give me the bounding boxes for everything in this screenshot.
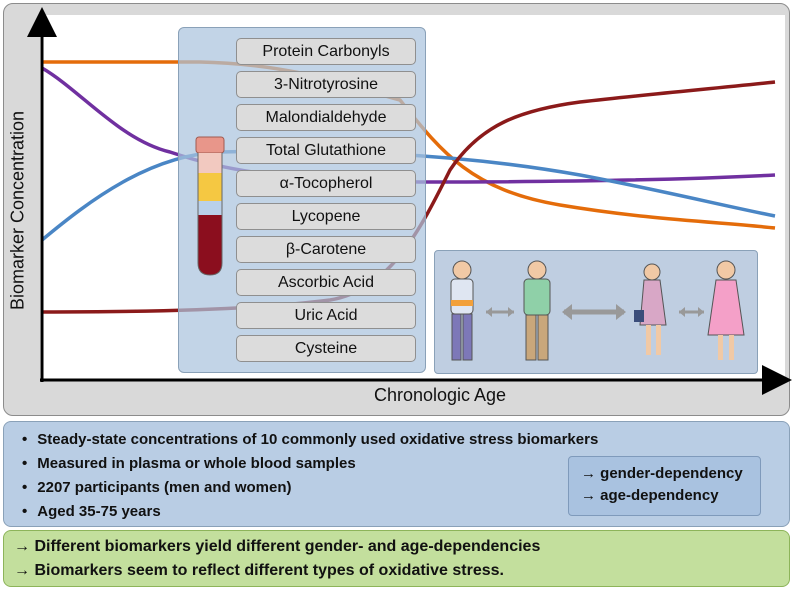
biomarker-item: Lycopene xyxy=(236,203,416,230)
young-woman-icon xyxy=(707,260,745,360)
blood-tube-icon xyxy=(195,136,225,276)
biomarker-item: Ascorbic Acid xyxy=(236,269,416,296)
dependency-item: → age-dependency xyxy=(581,487,719,504)
biomarker-item: Malondialdehyde xyxy=(236,104,416,131)
older-woman-icon xyxy=(634,263,667,355)
info-bullet: Steady-state concentrations of 10 common… xyxy=(22,428,598,452)
conclusion-line: → Different biomarkers yield different g… xyxy=(14,538,541,555)
conclusion-line: → Biomarkers seem to reflect different t… xyxy=(14,562,504,579)
info-bullet: Measured in plasma or whole blood sample… xyxy=(22,452,598,476)
biomarker-item: α-Tocopherol xyxy=(236,170,416,197)
biomarker-item: Uric Acid xyxy=(236,302,416,329)
biomarker-item: 3-Nitrotyrosine xyxy=(236,71,416,98)
x-axis-label: Chronologic Age xyxy=(373,385,507,405)
info-panel: Steady-state concentrations of 10 common… xyxy=(3,421,790,527)
info-bullet: 2207 participants (men and women) xyxy=(22,476,598,500)
biomarker-item: Protein Carbonyls xyxy=(236,38,416,65)
biomarker-item: β-Carotene xyxy=(236,236,416,263)
people-illustration xyxy=(450,260,745,361)
dependency-item: → gender-dependency xyxy=(581,465,743,482)
y-axis-label: Biomarker Concentration xyxy=(7,110,28,311)
dependency-box: → gender-dependency → age-dependency xyxy=(568,456,761,516)
biomarker-item: Cysteine xyxy=(236,335,416,362)
conclusion-panel: → Different biomarkers yield different g… xyxy=(3,530,790,587)
info-bullet: Aged 35-75 years xyxy=(22,500,598,524)
older-man-icon xyxy=(523,260,551,361)
info-bullets: Steady-state concentrations of 10 common… xyxy=(22,428,598,524)
young-man-icon xyxy=(450,260,474,361)
biomarker-item: Total Glutathione xyxy=(236,137,416,164)
